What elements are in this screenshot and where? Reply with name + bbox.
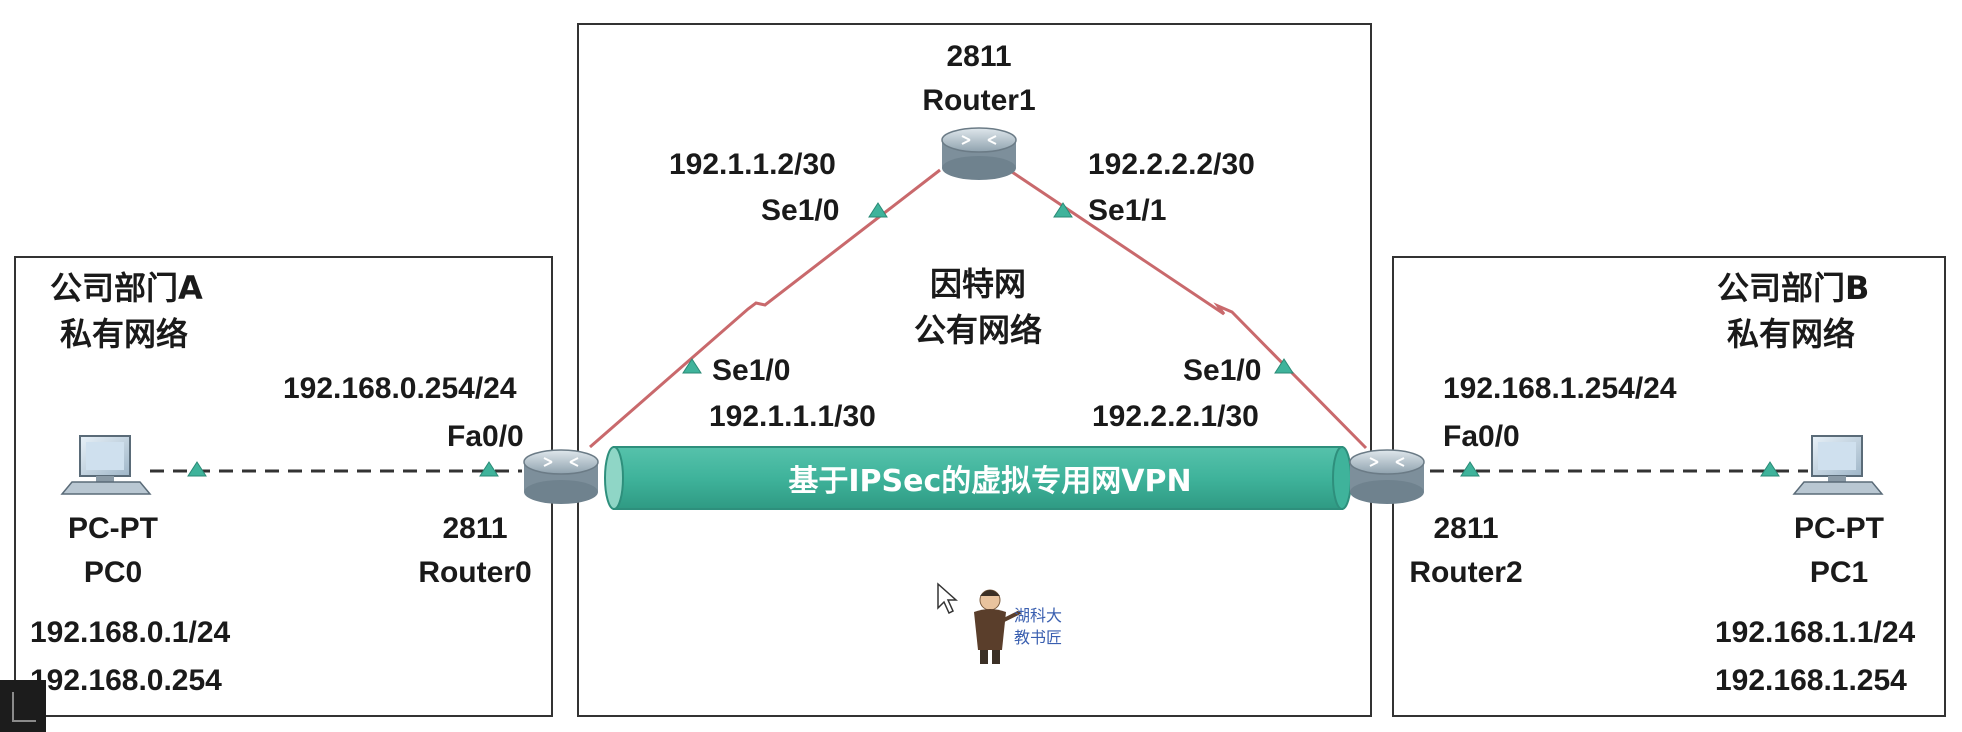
zone-center-border [577, 23, 1372, 717]
zone-left-subtitle: 私有网络 [60, 315, 189, 353]
pc1-name: PC1 [1809, 556, 1869, 589]
pc0-gateway: 192.168.0.254 [30, 664, 222, 697]
router0-fa00-ip: 192.168.0.254/24 [283, 372, 517, 405]
serial-link-router1-router2 [1011, 170, 1368, 450]
port-marker-router2-fa [1460, 461, 1480, 477]
router0-icon [523, 449, 599, 504]
port-marker-pc0 [187, 461, 207, 477]
zone-right-title: 公司部门B [1717, 269, 1870, 307]
router1-se11-if: Se1/1 [1088, 194, 1167, 227]
pc0-type: PC-PT [68, 512, 158, 545]
router2-icon [1349, 449, 1425, 504]
router1-se10-if: Se1/0 [761, 194, 840, 227]
router0-se10-if: Se1/0 [712, 354, 791, 387]
pc1-icon [1792, 435, 1884, 495]
router0-fa00-if: Fa0/0 [447, 420, 524, 453]
pc1-gateway: 192.168.1.254 [1715, 664, 1907, 697]
port-marker-router1-se11 [1053, 202, 1073, 218]
router1-model: 2811 [946, 40, 1012, 73]
teacher-figure-icon [974, 589, 1021, 664]
router1-se11-ip: 192.2.2.2/30 [1088, 148, 1255, 181]
pc0-name: PC0 [83, 556, 143, 589]
vpn-tunnel-label: 基于IPSec的虚拟专用网VPN [788, 464, 1192, 499]
port-marker-router0-fa [479, 461, 499, 477]
router0-model: 2811 [442, 512, 508, 545]
mouse-cursor-icon [937, 582, 958, 615]
logo-line1: 湖科大 [1014, 606, 1063, 625]
router1-name: Router1 [922, 84, 1036, 117]
router2-name: Router2 [1409, 556, 1523, 589]
router1-icon [941, 127, 1017, 180]
zone-center-subtitle: 公有网络 [913, 311, 1043, 349]
router2-fa00-if: Fa0/0 [1443, 420, 1520, 453]
corner-overlay-icon [0, 680, 46, 732]
vpn-tunnel [604, 446, 1352, 510]
port-marker-pc1 [1760, 461, 1780, 477]
router2-se10-ip: 192.2.2.1/30 [1092, 400, 1259, 433]
zone-center-title: 因特网 [929, 265, 1027, 303]
router2-fa00-ip: 192.168.1.254/24 [1443, 372, 1677, 405]
logo-line2: 教书匠 [1014, 628, 1063, 647]
pc0-ip: 192.168.0.1/24 [30, 616, 231, 649]
pc1-ip: 192.168.1.1/24 [1715, 616, 1916, 649]
pc1-type: PC-PT [1794, 512, 1884, 545]
router0-name: Router0 [418, 556, 532, 589]
zone-left-title: 公司部门A [50, 269, 203, 307]
router0-se10-ip: 192.1.1.1/30 [709, 400, 876, 433]
router2-model: 2811 [1433, 512, 1499, 545]
zone-right-subtitle: 私有网络 [1727, 315, 1856, 353]
pc0-icon [60, 435, 152, 495]
serial-link-router0-router1 [589, 168, 941, 449]
port-marker-router0-se [682, 358, 702, 374]
port-marker-router1-se10 [868, 202, 888, 218]
router2-se10-if: Se1/0 [1183, 354, 1262, 387]
port-marker-router2-se [1274, 358, 1294, 374]
router1-se10-ip: 192.1.1.2/30 [669, 148, 836, 181]
